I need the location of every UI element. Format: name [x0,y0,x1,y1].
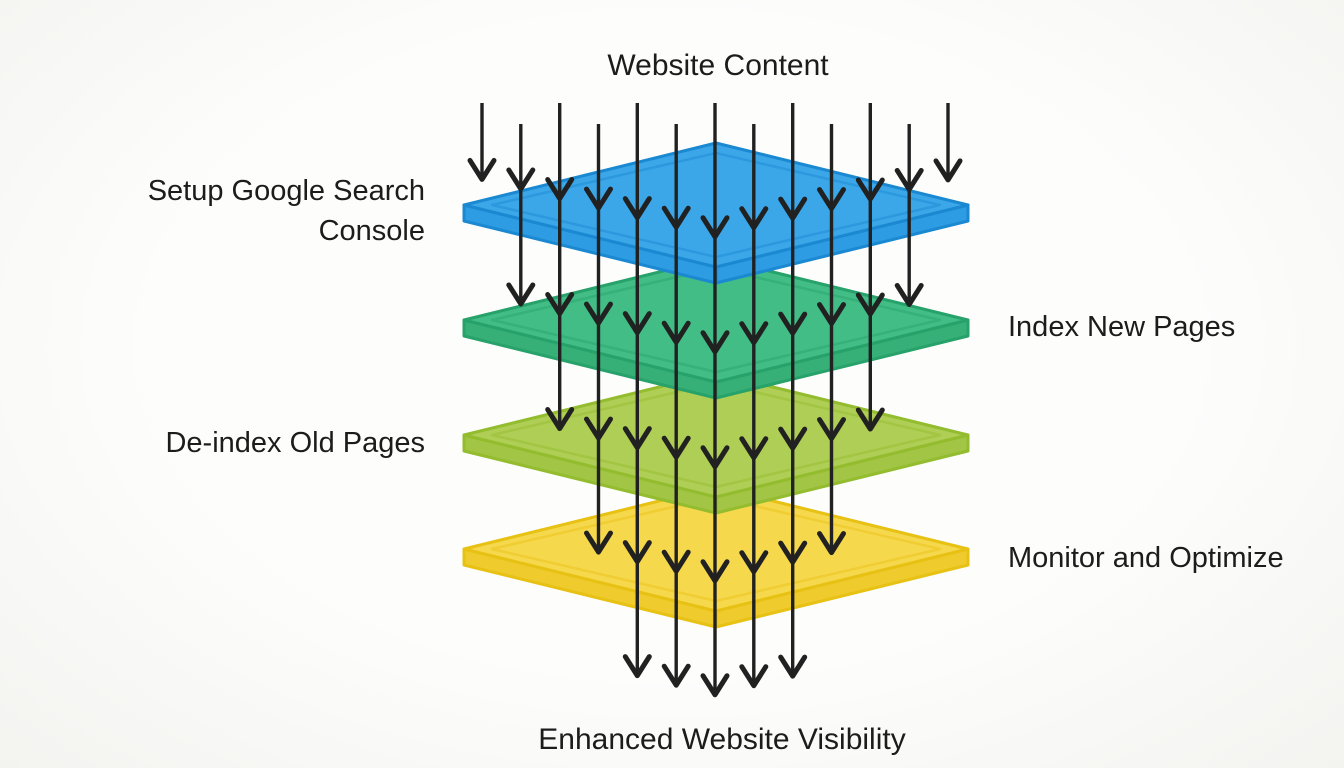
arrowhead [545,407,575,432]
arrowhead [778,196,808,221]
arrowhead [817,531,846,556]
arrowhead [622,654,652,679]
down-arrow-column [661,124,691,688]
down-arrow-column [700,103,730,698]
arrowhead [778,654,808,679]
arrowhead [700,215,730,240]
arrowhead [739,436,769,461]
arrowhead [700,673,730,698]
arrowhead [739,664,769,689]
label-website-content: Website Content [607,49,829,82]
down-arrow-column [622,103,652,679]
down-arrow-column [894,124,924,307]
label-setup-google-search-console: Setup Google Search Console [147,175,425,247]
arrowhead [545,292,575,317]
arrowhead [506,282,536,307]
arrowhead [739,321,769,346]
arrowhead [817,187,846,212]
arrowhead [584,530,613,555]
arrowhead [545,177,575,202]
arrowhead [622,196,652,221]
label-index-new-pages: Index New Pages [1008,311,1236,343]
arrowhead [817,302,846,327]
arrowhead [584,301,613,326]
arrowhead [622,426,652,451]
arrowhead [817,417,846,442]
arrowhead [739,206,769,231]
arrowhead [661,320,691,345]
down-arrow-column [584,124,613,555]
down-arrow-column [933,103,963,183]
arrowhead [661,205,691,230]
arrowhead [855,177,885,202]
arrowhead [933,158,963,183]
arrowhead [778,540,808,565]
down-arrow-column [506,124,536,307]
arrowhead [584,186,613,211]
label-enhanced-website-visibility: Enhanced Website Visibility [538,723,906,756]
arrowhead [894,282,924,307]
down-arrow-column [778,103,808,679]
arrowhead [622,311,652,336]
flow-arrows [467,103,963,698]
down-arrow-column [545,103,575,432]
down-arrow-column [817,124,846,556]
arrowhead [506,167,536,192]
arrowhead [894,167,924,192]
arrowhead [661,663,691,688]
arrowhead [700,559,730,584]
down-arrow-column [855,103,885,432]
arrowhead [700,330,730,355]
arrowhead [739,550,769,575]
down-arrow-column [739,124,769,689]
arrowhead [467,157,497,182]
arrowhead [778,311,808,336]
arrowhead [778,426,808,451]
label-de-index-old-pages: De-index Old Pages [165,427,425,459]
arrowhead [700,445,730,470]
arrowhead [661,435,691,460]
arrowhead [855,407,885,432]
label-monitor-and-optimize: Monitor and Optimize [1008,542,1284,574]
arrowhead [855,292,885,317]
down-arrow-column [467,103,497,182]
arrowhead [622,540,652,565]
arrowhead [584,416,613,441]
arrowhead [661,549,691,574]
